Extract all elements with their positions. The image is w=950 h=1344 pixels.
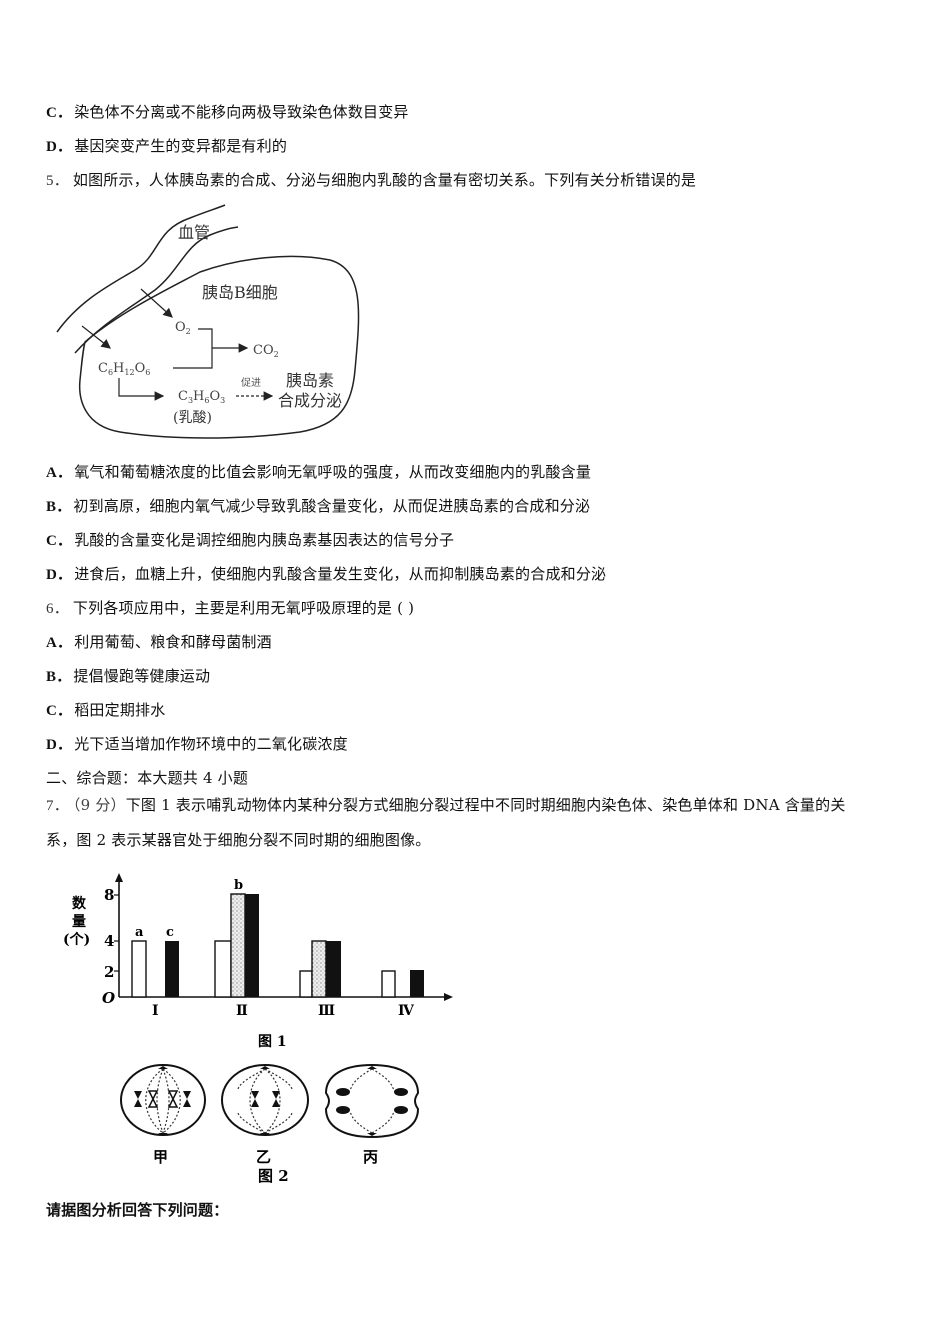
svg-text:Ⅱ: Ⅱ [236, 1003, 248, 1019]
option-letter: C． [46, 703, 73, 719]
svg-text:a: a [135, 925, 144, 940]
svg-text:8: 8 [104, 886, 114, 904]
option-text: 基因突变产生的变异都是有利的 [74, 137, 288, 155]
bar-III-a [299, 970, 313, 998]
option-letter: D． [46, 567, 73, 583]
svg-text:b: b [234, 878, 243, 893]
vessel-wall-inner [74, 226, 239, 354]
q7-stem-line1: 7．（9 分）下图 1 表示哺乳动物体内某种分裂方式细胞分裂过程中不同时期细胞内… [46, 795, 846, 816]
svg-text:CO2: CO2 [253, 343, 279, 359]
svg-text:Ⅳ: Ⅳ [398, 1003, 415, 1019]
question-stem: 如图所示，人体胰岛素的合成、分泌与细胞内乳酸的含量有密切关系。下列有关分析错误的… [72, 171, 697, 189]
question-number: 7． [46, 798, 69, 814]
islet-cell-diagram: 血管 胰岛B细胞 O2 C6H12O6 CO2 C3H6O3 (乳酸) 促进 胰… [56, 204, 360, 439]
question-number: 5． [46, 173, 69, 189]
bar-I-c [165, 941, 179, 997]
cell-yi: 乙 [221, 1064, 309, 1166]
bar-II-c [245, 894, 259, 997]
q5-stem: 5．如图所示，人体胰岛素的合成、分泌与细胞内乳酸的含量有密切关系。下列有关分析错… [46, 170, 696, 191]
cell-label: 胰岛B细胞 [202, 283, 278, 302]
option-text: 提倡慢跑等健康运动 [73, 667, 211, 685]
svg-text:甲: 甲 [153, 1148, 168, 1166]
option-letter: C． [46, 105, 73, 121]
svg-text:(乳酸): (乳酸) [173, 410, 212, 426]
q6-stem: 6．下列各项应用中，主要是利用无氧呼吸原理的是 ( ) [46, 598, 414, 619]
svg-text:c: c [166, 925, 174, 940]
q4-option-c: C．染色体不分离或不能移向两极导致染色体数目变异 [46, 102, 409, 123]
svg-text:Ⅰ: Ⅰ [152, 1003, 159, 1019]
bar-II-b [230, 893, 246, 998]
svg-text:量: 量 [72, 914, 86, 930]
bar-I-a [131, 940, 147, 998]
option-text: 进食后，血糖上升，使细胞内乳酸含量发生变化，从而抑制胰岛素的合成和分泌 [74, 565, 607, 583]
svg-text:C6H12O6: C6H12O6 [98, 361, 150, 377]
figure-2-cell-images: 甲 乙 丙 图 2 [120, 1063, 420, 1185]
svg-text:图 1: 图 1 [258, 1034, 287, 1050]
vessel-label: 血管 [178, 223, 210, 242]
q5-option-a: A．氧气和葡萄糖浓度的比值会影响无氧呼吸的强度，从而改变细胞内的乳酸含量 [46, 462, 591, 483]
svg-text:乙: 乙 [256, 1148, 271, 1166]
svg-text:合成分泌: 合成分泌 [278, 391, 342, 410]
svg-text:图 2: 图 2 [258, 1167, 289, 1185]
q5-option-c: C．乳酸的含量变化是调控细胞内胰岛素基因表达的信号分子 [46, 530, 454, 551]
question-score: （9 分） [72, 796, 126, 814]
bar-III-c [326, 941, 341, 997]
question-stem: 下列各项应用中，主要是利用无氧呼吸原理的是 ( ) [72, 599, 415, 617]
option-text: 氧气和葡萄糖浓度的比值会影响无氧呼吸的强度，从而改变细胞内的乳酸含量 [74, 463, 592, 481]
option-letter: A． [46, 635, 73, 651]
vessel-wall-outer [56, 204, 226, 333]
svg-text:O2: O2 [175, 320, 191, 336]
cell-jia: 甲 [120, 1064, 206, 1166]
option-letter: D． [46, 737, 73, 753]
bar-IV-a [381, 970, 396, 998]
option-letter: D． [46, 139, 73, 155]
bar-IV-c [410, 970, 424, 997]
cell-membrane [78, 255, 360, 439]
q6-option-b: B．提倡慢跑等健康运动 [46, 666, 210, 687]
option-letter: B． [46, 499, 72, 515]
q6-option-c: C．稻田定期排水 [46, 700, 165, 721]
svg-text:Ⅲ: Ⅲ [318, 1003, 335, 1019]
option-text: 光下适当增加作物环境中的二氧化碳浓度 [74, 735, 348, 753]
svg-text:促进: 促进 [241, 376, 261, 389]
q7-prompt: 请据图分析回答下列问题： [46, 1201, 229, 1219]
svg-text:C3H6O3: C3H6O3 [178, 389, 225, 405]
question-number: 6． [46, 601, 69, 617]
svg-text:丙: 丙 [363, 1148, 378, 1166]
option-text: 染色体不分离或不能移向两极导致染色体数目变异 [74, 103, 409, 121]
svg-text:数: 数 [72, 895, 87, 912]
q6-option-d: D．光下适当增加作物环境中的二氧化碳浓度 [46, 734, 348, 755]
figure-1-bar-chart: 8 4 2 O 数 量 (个) a c Ⅰ b Ⅱ Ⅲ Ⅳ 图 1 [63, 873, 453, 1050]
section-heading: 二、综合题：本大题共 4 小题 [46, 769, 249, 787]
bar-II-a [214, 940, 232, 998]
option-text: 初到高原，细胞内氧气减少导致乳酸含量变化，从而促进胰岛素的合成和分泌 [73, 497, 591, 515]
bar-III-b [311, 940, 327, 998]
q6-option-a: A．利用葡萄、粮食和酵母菌制酒 [46, 632, 272, 653]
q5-option-d: D．进食后，血糖上升，使细胞内乳酸含量发生变化，从而抑制胰岛素的合成和分泌 [46, 564, 606, 585]
svg-text:O: O [102, 989, 115, 1007]
svg-text:胰岛素: 胰岛素 [286, 371, 334, 390]
q7-stem-line2: 系，图 2 表示某器官处于细胞分裂不同时期的细胞图像。 [46, 831, 431, 849]
cell-bing: 丙 [324, 1063, 420, 1166]
svg-text:4: 4 [104, 932, 114, 950]
svg-text:2: 2 [104, 963, 114, 981]
option-letter: A． [46, 465, 73, 481]
option-text: 稻田定期排水 [74, 701, 166, 719]
option-letter: C． [46, 533, 73, 549]
option-text: 乳酸的含量变化是调控细胞内胰岛素基因表达的信号分子 [74, 531, 455, 549]
svg-text:(个): (个) [63, 931, 90, 948]
option-text: 利用葡萄、粮食和酵母菌制酒 [74, 633, 272, 651]
q5-option-b: B．初到高原，细胞内氧气减少导致乳酸含量变化，从而促进胰岛素的合成和分泌 [46, 496, 590, 517]
option-letter: B． [46, 669, 72, 685]
question-stem: 下图 1 表示哺乳动物体内某种分裂方式细胞分裂过程中不同时期细胞内染色体、染色单… [125, 796, 846, 814]
q4-option-d: D．基因突变产生的变异都是有利的 [46, 136, 287, 157]
